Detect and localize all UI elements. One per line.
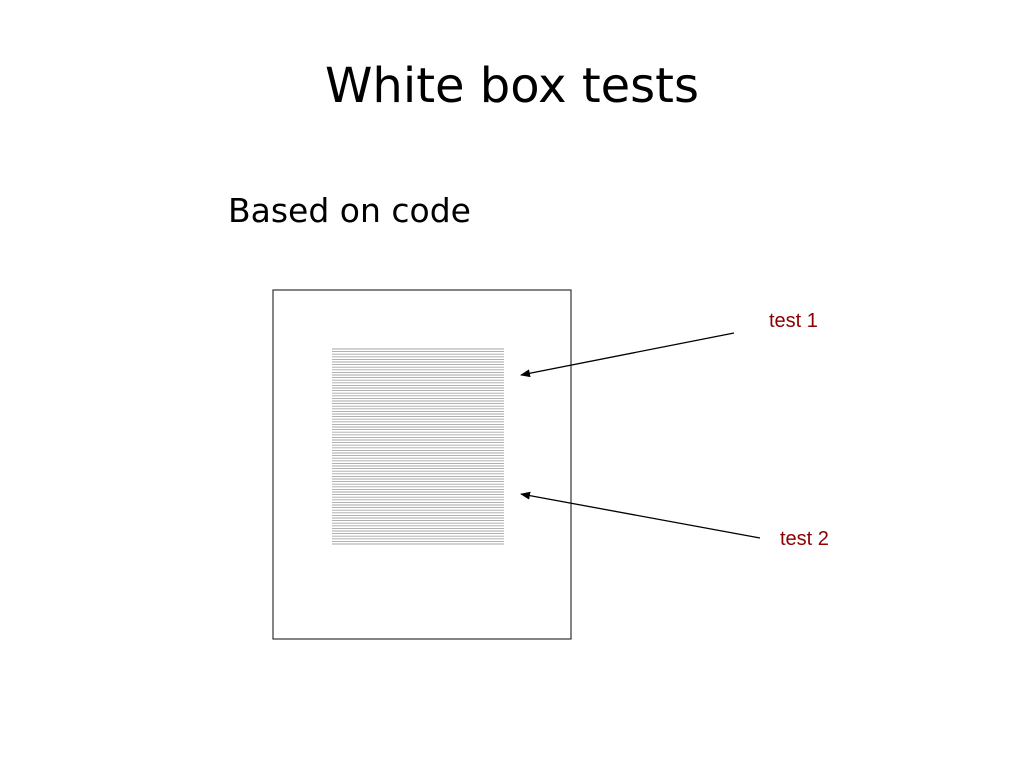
test-1-label: test 1 (769, 310, 818, 332)
slide-title: White box tests (324, 58, 700, 114)
code-block (332, 348, 504, 545)
test-1-arrow (520, 332, 735, 378)
test-2-arrow (520, 491, 761, 539)
program-box (272, 289, 572, 640)
test-2-label: test 2 (780, 528, 829, 550)
slide-subtitle: Based on code (228, 191, 471, 230)
